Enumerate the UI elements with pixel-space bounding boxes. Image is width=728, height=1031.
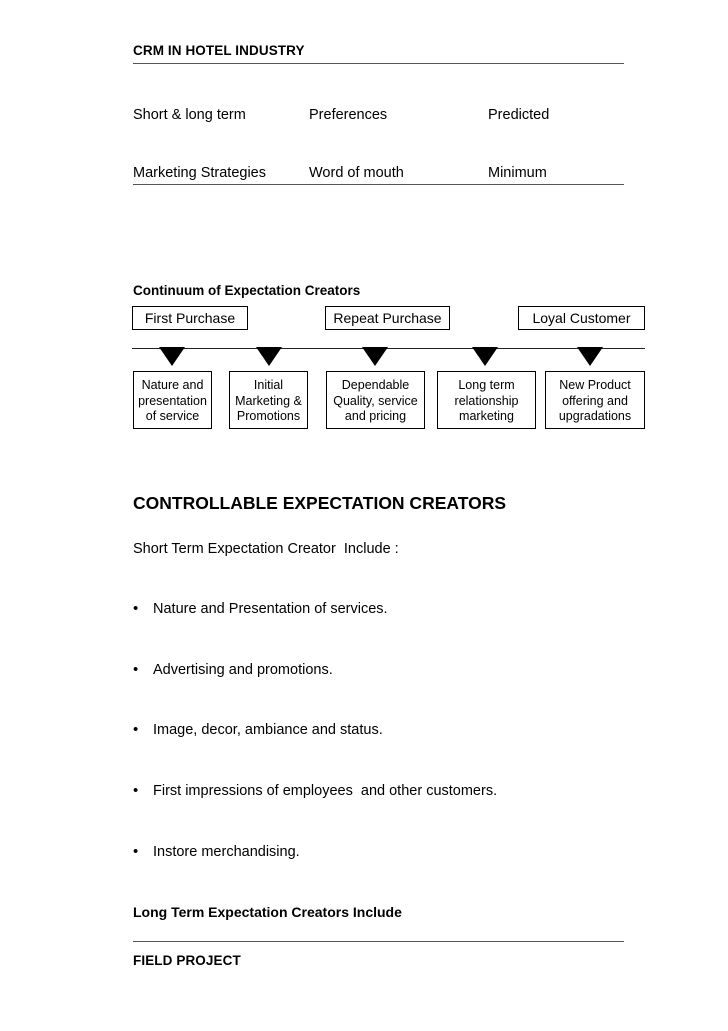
driver-box: Dependable Quality, service and pricing (326, 371, 425, 429)
driver-line: relationship (454, 393, 519, 408)
list-item-label: Instore merchandising. (153, 844, 300, 860)
stage-box-first-purchase: First Purchase (132, 306, 248, 330)
down-triangle-marker-icon (472, 347, 498, 366)
driver-line: marketing (459, 409, 514, 423)
attribute-cell-col2: Preferences (309, 107, 388, 123)
driver-line: of service (145, 409, 200, 423)
driver-line: Marketing & (235, 393, 302, 408)
list-item: • First impressions of employees and oth… (0, 781, 728, 801)
down-triangle-marker-icon (362, 347, 388, 366)
bullet-icon: • (133, 600, 139, 617)
section-heading: CONTROLLABLE EXPECTATION CREATORS (133, 493, 507, 513)
stage-box-loyal-customer: Loyal Customer (518, 306, 645, 330)
attribute-cell-col1: Short & long term (133, 107, 246, 123)
footer-divider (133, 941, 624, 942)
attribute-cell-col3: Minimum (488, 165, 547, 181)
list-item-label: First impressions of employees and other… (153, 783, 498, 799)
section-lead-text: Short Term Expectation Creator Include : (133, 541, 399, 557)
driver-box: New Product offering and upgradations (545, 371, 645, 429)
driver-line: upgradations (558, 409, 632, 423)
attribute-table-divider (133, 184, 624, 185)
driver-box: Long term relationship marketing (437, 371, 536, 429)
driver-line: offering and (562, 393, 628, 408)
driver-line: Nature and (141, 378, 204, 392)
stage-box-repeat-purchase: Repeat Purchase (325, 306, 450, 330)
driver-line: Quality, service (333, 393, 418, 408)
diagram-title: Continuum of Expectation Creators (133, 283, 361, 298)
list-item-label: Nature and Presentation of services. (153, 601, 388, 617)
continuum-timeline (132, 348, 645, 349)
attribute-row: Short & long term Preferences Predicted (0, 105, 728, 125)
footer-title: FIELD PROJECT (133, 953, 241, 968)
attribute-cell-col3: Predicted (488, 107, 550, 123)
list-item: • Advertising and promotions. (0, 660, 728, 680)
bullet-icon: • (133, 661, 139, 678)
driver-line: and pricing (344, 409, 407, 423)
list-item: • Nature and Presentation of services. (0, 599, 728, 619)
driver-box: Initial Marketing & Promotions (229, 371, 308, 429)
attribute-row: Marketing Strategies Word of mouth Minim… (0, 163, 728, 183)
header-divider (133, 63, 624, 64)
list-item-label: Advertising and promotions. (153, 662, 333, 678)
list-item: • Instore merchandising. (0, 842, 728, 862)
page-title: CRM IN HOTEL INDUSTRY (133, 43, 305, 58)
down-triangle-marker-icon (577, 347, 603, 366)
down-triangle-marker-icon (256, 347, 282, 366)
driver-line: Dependable (341, 378, 410, 392)
list-item-label: Image, decor, ambiance and status. (153, 722, 383, 738)
driver-line: New Product (559, 378, 631, 392)
attribute-cell-col1: Marketing Strategies (133, 165, 266, 181)
bullet-icon: • (133, 721, 139, 738)
subsection-heading: Long Term Expectation Creators Include (133, 904, 402, 920)
driver-line: presentation (138, 393, 207, 408)
attribute-cell-col2: Word of mouth (309, 165, 404, 181)
driver-line: Initial (253, 378, 284, 392)
driver-box: Nature and presentation of service (133, 371, 212, 429)
down-triangle-marker-icon (159, 347, 185, 366)
driver-line: Promotions (236, 409, 301, 423)
bullet-icon: • (133, 782, 139, 799)
bullet-icon: • (133, 843, 139, 860)
list-item: • Image, decor, ambiance and status. (0, 720, 728, 740)
driver-line: Long term (458, 378, 515, 392)
